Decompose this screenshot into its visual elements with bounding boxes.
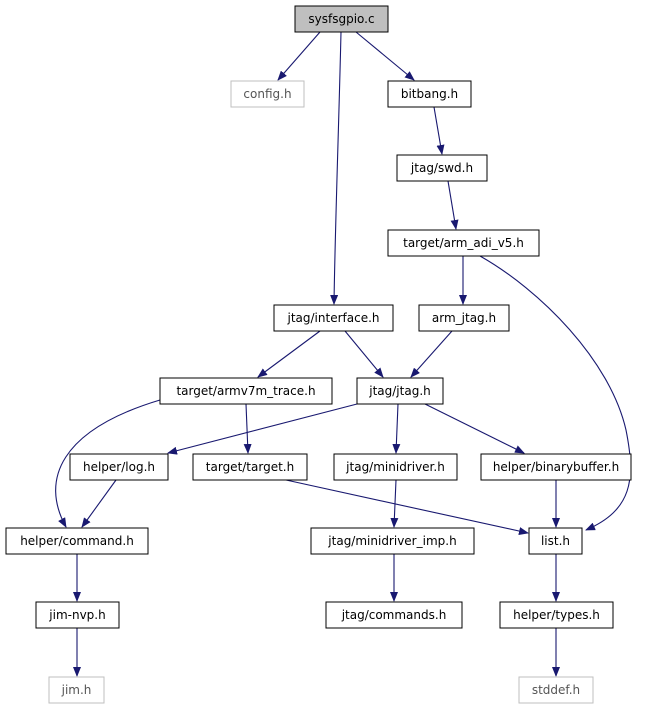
- node-sysfsgpio-c[interactable]: sysfsgpio.c: [294, 5, 389, 33]
- edge-target-list: [285, 479, 529, 535]
- node-label: jtag/swd.h: [410, 161, 473, 175]
- edge-armv7m-command: [55, 399, 161, 528]
- node-config-h[interactable]: config.h: [230, 80, 305, 108]
- node-helper-log-h[interactable]: helper/log.h: [69, 453, 169, 481]
- edge-bitbang-swd: [433, 106, 445, 155]
- edge-armadi-list: [479, 255, 631, 531]
- node-helper-command-h[interactable]: helper/command.h: [5, 527, 149, 555]
- node-bitbang-h[interactable]: bitbang.h: [387, 80, 472, 108]
- node-target-arm-adi-v5-h[interactable]: target/arm_adi_v5.h: [387, 229, 540, 257]
- node-label: sysfsgpio.c: [308, 12, 374, 26]
- edge-minidriver-minidriverimp: [390, 479, 399, 528]
- edge-sysfsgpio-bitbang: [355, 31, 415, 81]
- node-label: jim.h: [61, 683, 92, 697]
- node-label: jtag/minidriver.h: [345, 460, 445, 474]
- node-label: helper/log.h: [83, 460, 155, 474]
- node-label: target/arm_adi_v5.h: [403, 236, 524, 250]
- node-label: target/target.h: [206, 460, 294, 474]
- node-label: helper/binarybuffer.h: [493, 460, 619, 474]
- edges: [55, 31, 631, 677]
- edge-jtag-binarybuffer: [424, 403, 525, 454]
- node-label: stddef.h: [532, 683, 580, 697]
- node-label: helper/command.h: [20, 534, 134, 548]
- node-target-target-h[interactable]: target/target.h: [192, 453, 308, 481]
- node-label: jtag/interface.h: [287, 311, 380, 325]
- node-jtag-commands-h[interactable]: jtag/commands.h: [325, 601, 463, 629]
- node-stddef-h[interactable]: stddef.h: [518, 676, 594, 704]
- node-arm-jtag-h[interactable]: arm_jtag.h: [418, 304, 510, 332]
- edge-jtag-minidriver: [392, 403, 401, 454]
- edge-interface-jtag: [344, 330, 384, 378]
- node-list-h[interactable]: list.h: [528, 527, 583, 555]
- edge-armv7m-target: [243, 403, 252, 454]
- edge-sysfsgpio-interface: [330, 31, 342, 305]
- node-label: jtag/commands.h: [341, 608, 447, 622]
- node-target-armv7m-trace-h[interactable]: target/armv7m_trace.h: [159, 377, 333, 405]
- node-label: bitbang.h: [401, 87, 458, 101]
- node-label: jtag/minidriver_imp.h: [327, 534, 456, 548]
- node-label: jim-nvp.h: [48, 608, 105, 622]
- node-helper-binarybuffer-h[interactable]: helper/binarybuffer.h: [480, 453, 632, 481]
- node-jim-h[interactable]: jim.h: [48, 676, 105, 704]
- node-jtag-minidriver-imp-h[interactable]: jtag/minidriver_imp.h: [310, 527, 475, 555]
- node-label: config.h: [243, 87, 291, 101]
- edge-swd-armadi: [447, 180, 459, 230]
- node-label: helper/types.h: [513, 608, 600, 622]
- edge-jtag-log: [167, 403, 358, 455]
- node-helper-types-h[interactable]: helper/types.h: [499, 601, 614, 629]
- node-jtag-interface-h[interactable]: jtag/interface.h: [273, 304, 394, 332]
- node-jtag-minidriver-h[interactable]: jtag/minidriver.h: [333, 453, 458, 481]
- node-jtag-jtag-h[interactable]: jtag/jtag.h: [356, 377, 444, 405]
- edge-interface-armv7m: [257, 330, 321, 378]
- node-label: arm_jtag.h: [432, 311, 496, 325]
- node-label: list.h: [541, 534, 570, 548]
- node-label: target/armv7m_trace.h: [176, 384, 315, 398]
- node-jtag-swd-h[interactable]: jtag/swd.h: [396, 154, 488, 182]
- edge-log-command: [81, 479, 117, 528]
- edge-sysfsgpio-config: [277, 31, 321, 81]
- nodes: sysfsgpio.c config.h bitbang.h jtag/swd.…: [5, 5, 632, 704]
- edge-armjtag-jtag: [410, 330, 453, 378]
- node-label: jtag/jtag.h: [368, 384, 430, 398]
- node-jim-nvp-h[interactable]: jim-nvp.h: [35, 601, 120, 629]
